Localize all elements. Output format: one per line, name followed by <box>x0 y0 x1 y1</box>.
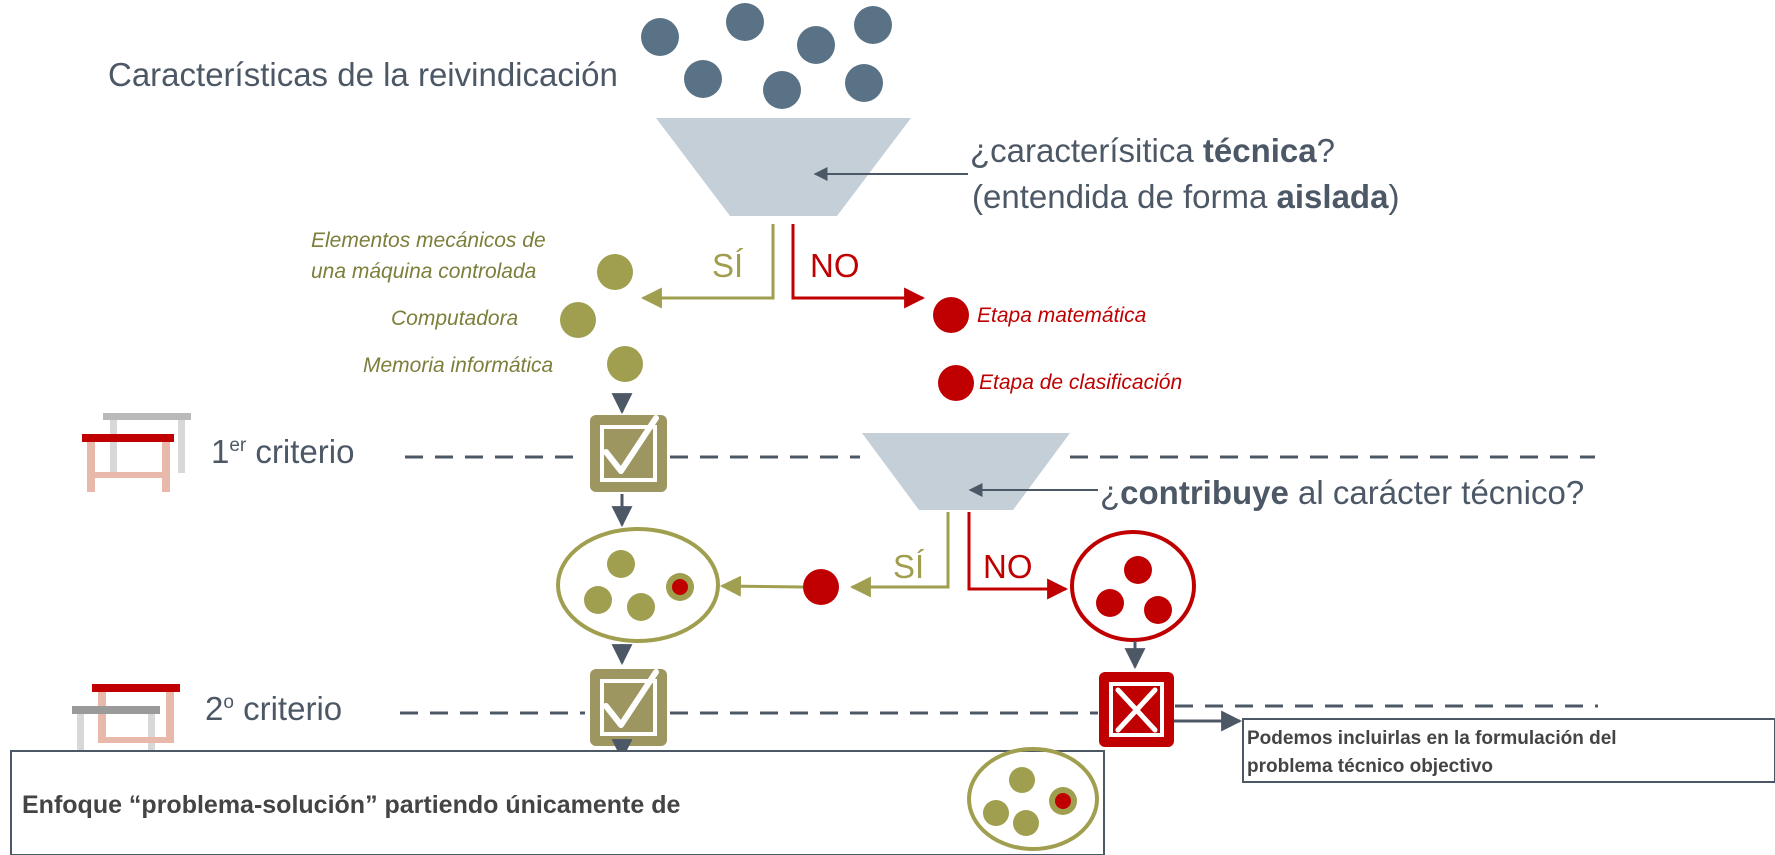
note-box-text: Podemos incluirlas en la formulación del… <box>1247 728 1617 777</box>
filter1-subtitle: (entendida de forma aislada) <box>972 178 1400 215</box>
technical-item: Computadora <box>391 307 519 330</box>
funnel-icon <box>862 433 1070 510</box>
check-icon <box>590 669 667 746</box>
x-icon <box>1099 672 1174 747</box>
criterion-1-label: 1er criterio <box>211 433 355 470</box>
funnel-icon <box>656 118 911 216</box>
yes-label-2: SÍ <box>893 548 925 585</box>
technical-group-small <box>967 747 1099 851</box>
non-technical-group <box>1070 530 1196 642</box>
criterion-2-label: 2o criterio <box>205 690 343 727</box>
technical-item: Memoria informática <box>363 354 554 377</box>
technical-item: una máquina controlada <box>311 260 537 283</box>
note-box <box>1242 718 1775 783</box>
bottom-box-text: Enfoque “problema-solución” partiendo ún… <box>22 791 681 819</box>
no-label-1: NO <box>810 247 860 284</box>
filter2-question: ¿contribuye al carácter técnico? <box>1100 474 1585 511</box>
nontechnical-item: Etapa matemática <box>977 304 1147 327</box>
no-label-2: NO <box>983 548 1033 585</box>
features-label: Características de la reivindicación <box>108 56 618 93</box>
filter1-question: ¿caracterísitica técnica? <box>970 132 1335 169</box>
bottom-box <box>10 750 1105 855</box>
technical-group <box>556 527 720 643</box>
check-icon <box>590 415 667 492</box>
hurdle-icon <box>82 413 191 492</box>
yes-label-1: SÍ <box>712 247 744 284</box>
hurdle-icon <box>72 684 180 764</box>
technical-item: Elementos mecánicos de <box>311 229 546 252</box>
nontechnical-item: Etapa de clasificación <box>979 371 1183 394</box>
feature-dots <box>641 3 892 109</box>
